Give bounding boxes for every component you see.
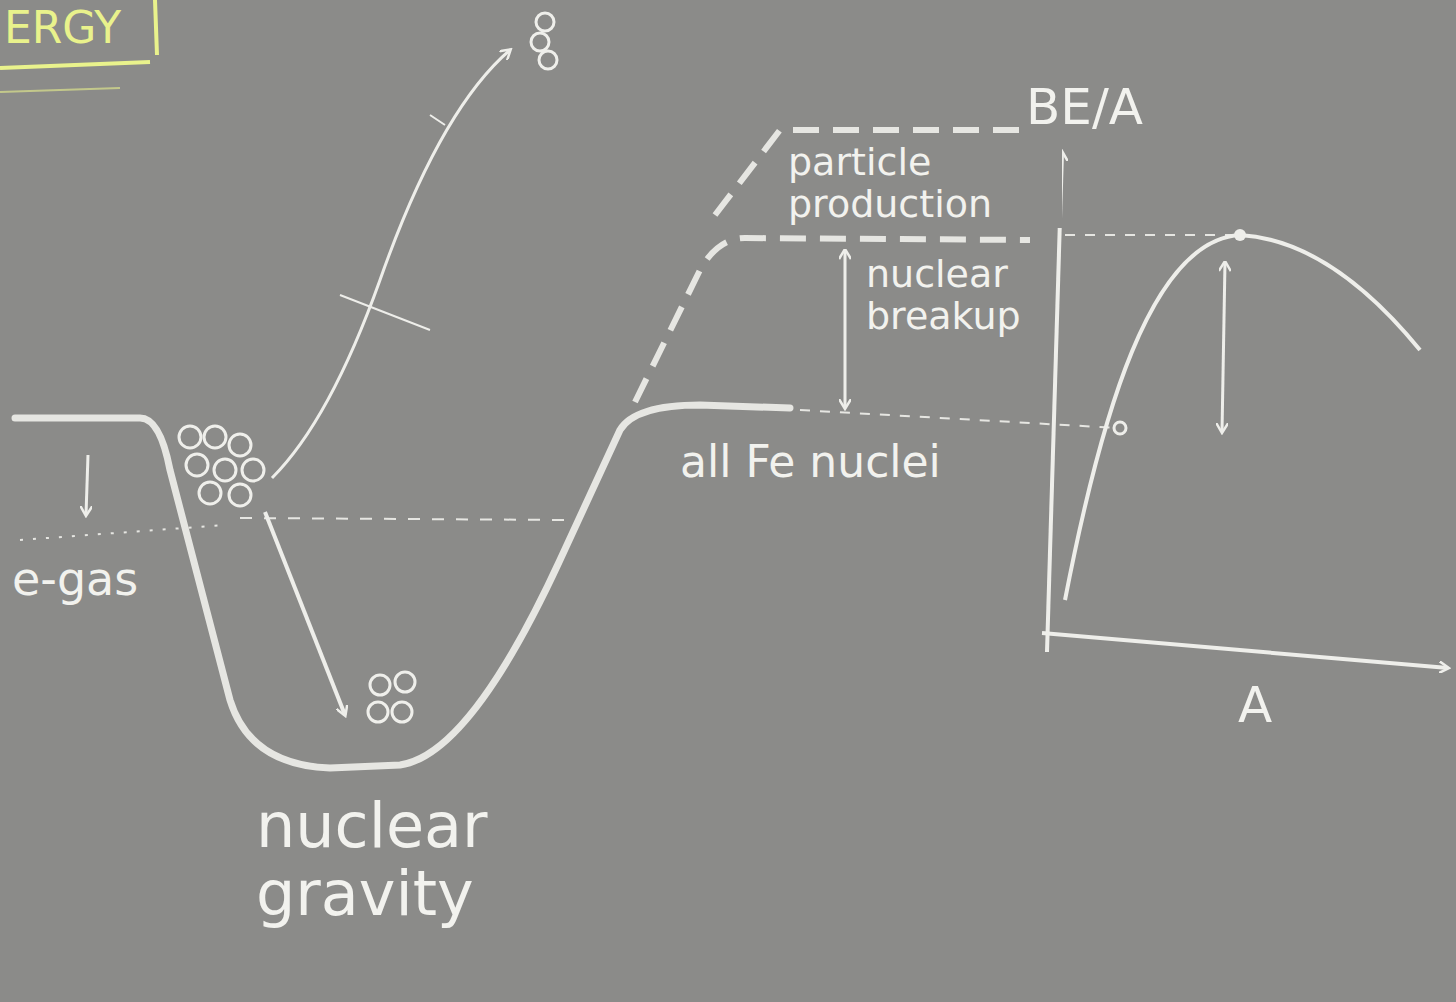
chalk-label: all Fe nuclei — [676, 436, 945, 488]
chalk-label: nuclear breakup — [862, 252, 1045, 340]
board-heading: ERGY — [0, 4, 125, 52]
chalk-label: e-gas — [8, 552, 142, 607]
chalk-label: A — [1234, 676, 1276, 735]
chalk-label: nuclear gravity — [252, 790, 520, 930]
chalk-label: particle production — [784, 140, 1062, 228]
chalk-label: BE/A — [1022, 78, 1147, 137]
